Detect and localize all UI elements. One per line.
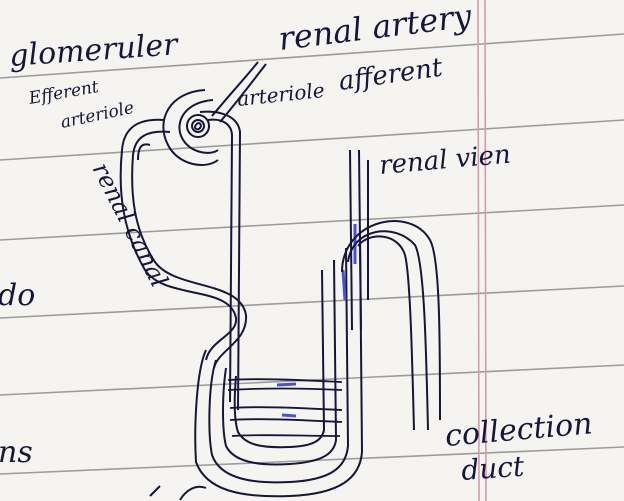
label-afferent: afferent xyxy=(337,53,445,97)
margin-word-2: ns xyxy=(0,435,33,470)
glomerulus xyxy=(187,115,209,137)
label-collection: collection xyxy=(444,406,594,454)
bottom-ink-strokes xyxy=(150,486,206,500)
label-renal-artery: renal artery xyxy=(276,0,474,58)
label-renal-vein: renal vien xyxy=(378,140,512,181)
afferent-arteriole xyxy=(200,62,266,410)
label-renal-canal: renal canal xyxy=(87,158,174,292)
ruled-line xyxy=(0,286,624,318)
bowmans-capsule xyxy=(163,90,218,165)
label-arteriole: arteriole xyxy=(236,78,326,111)
ruled-line xyxy=(0,205,624,240)
collecting-duct xyxy=(342,221,440,430)
label-duct: duct xyxy=(460,450,526,487)
margin-word-1: do xyxy=(0,278,35,313)
loop-of-henle xyxy=(195,238,362,496)
blue-ink-marks xyxy=(277,224,355,416)
label-efferent: Efferent xyxy=(26,77,100,109)
label-efferent-arteriole: arteriole xyxy=(59,98,136,133)
